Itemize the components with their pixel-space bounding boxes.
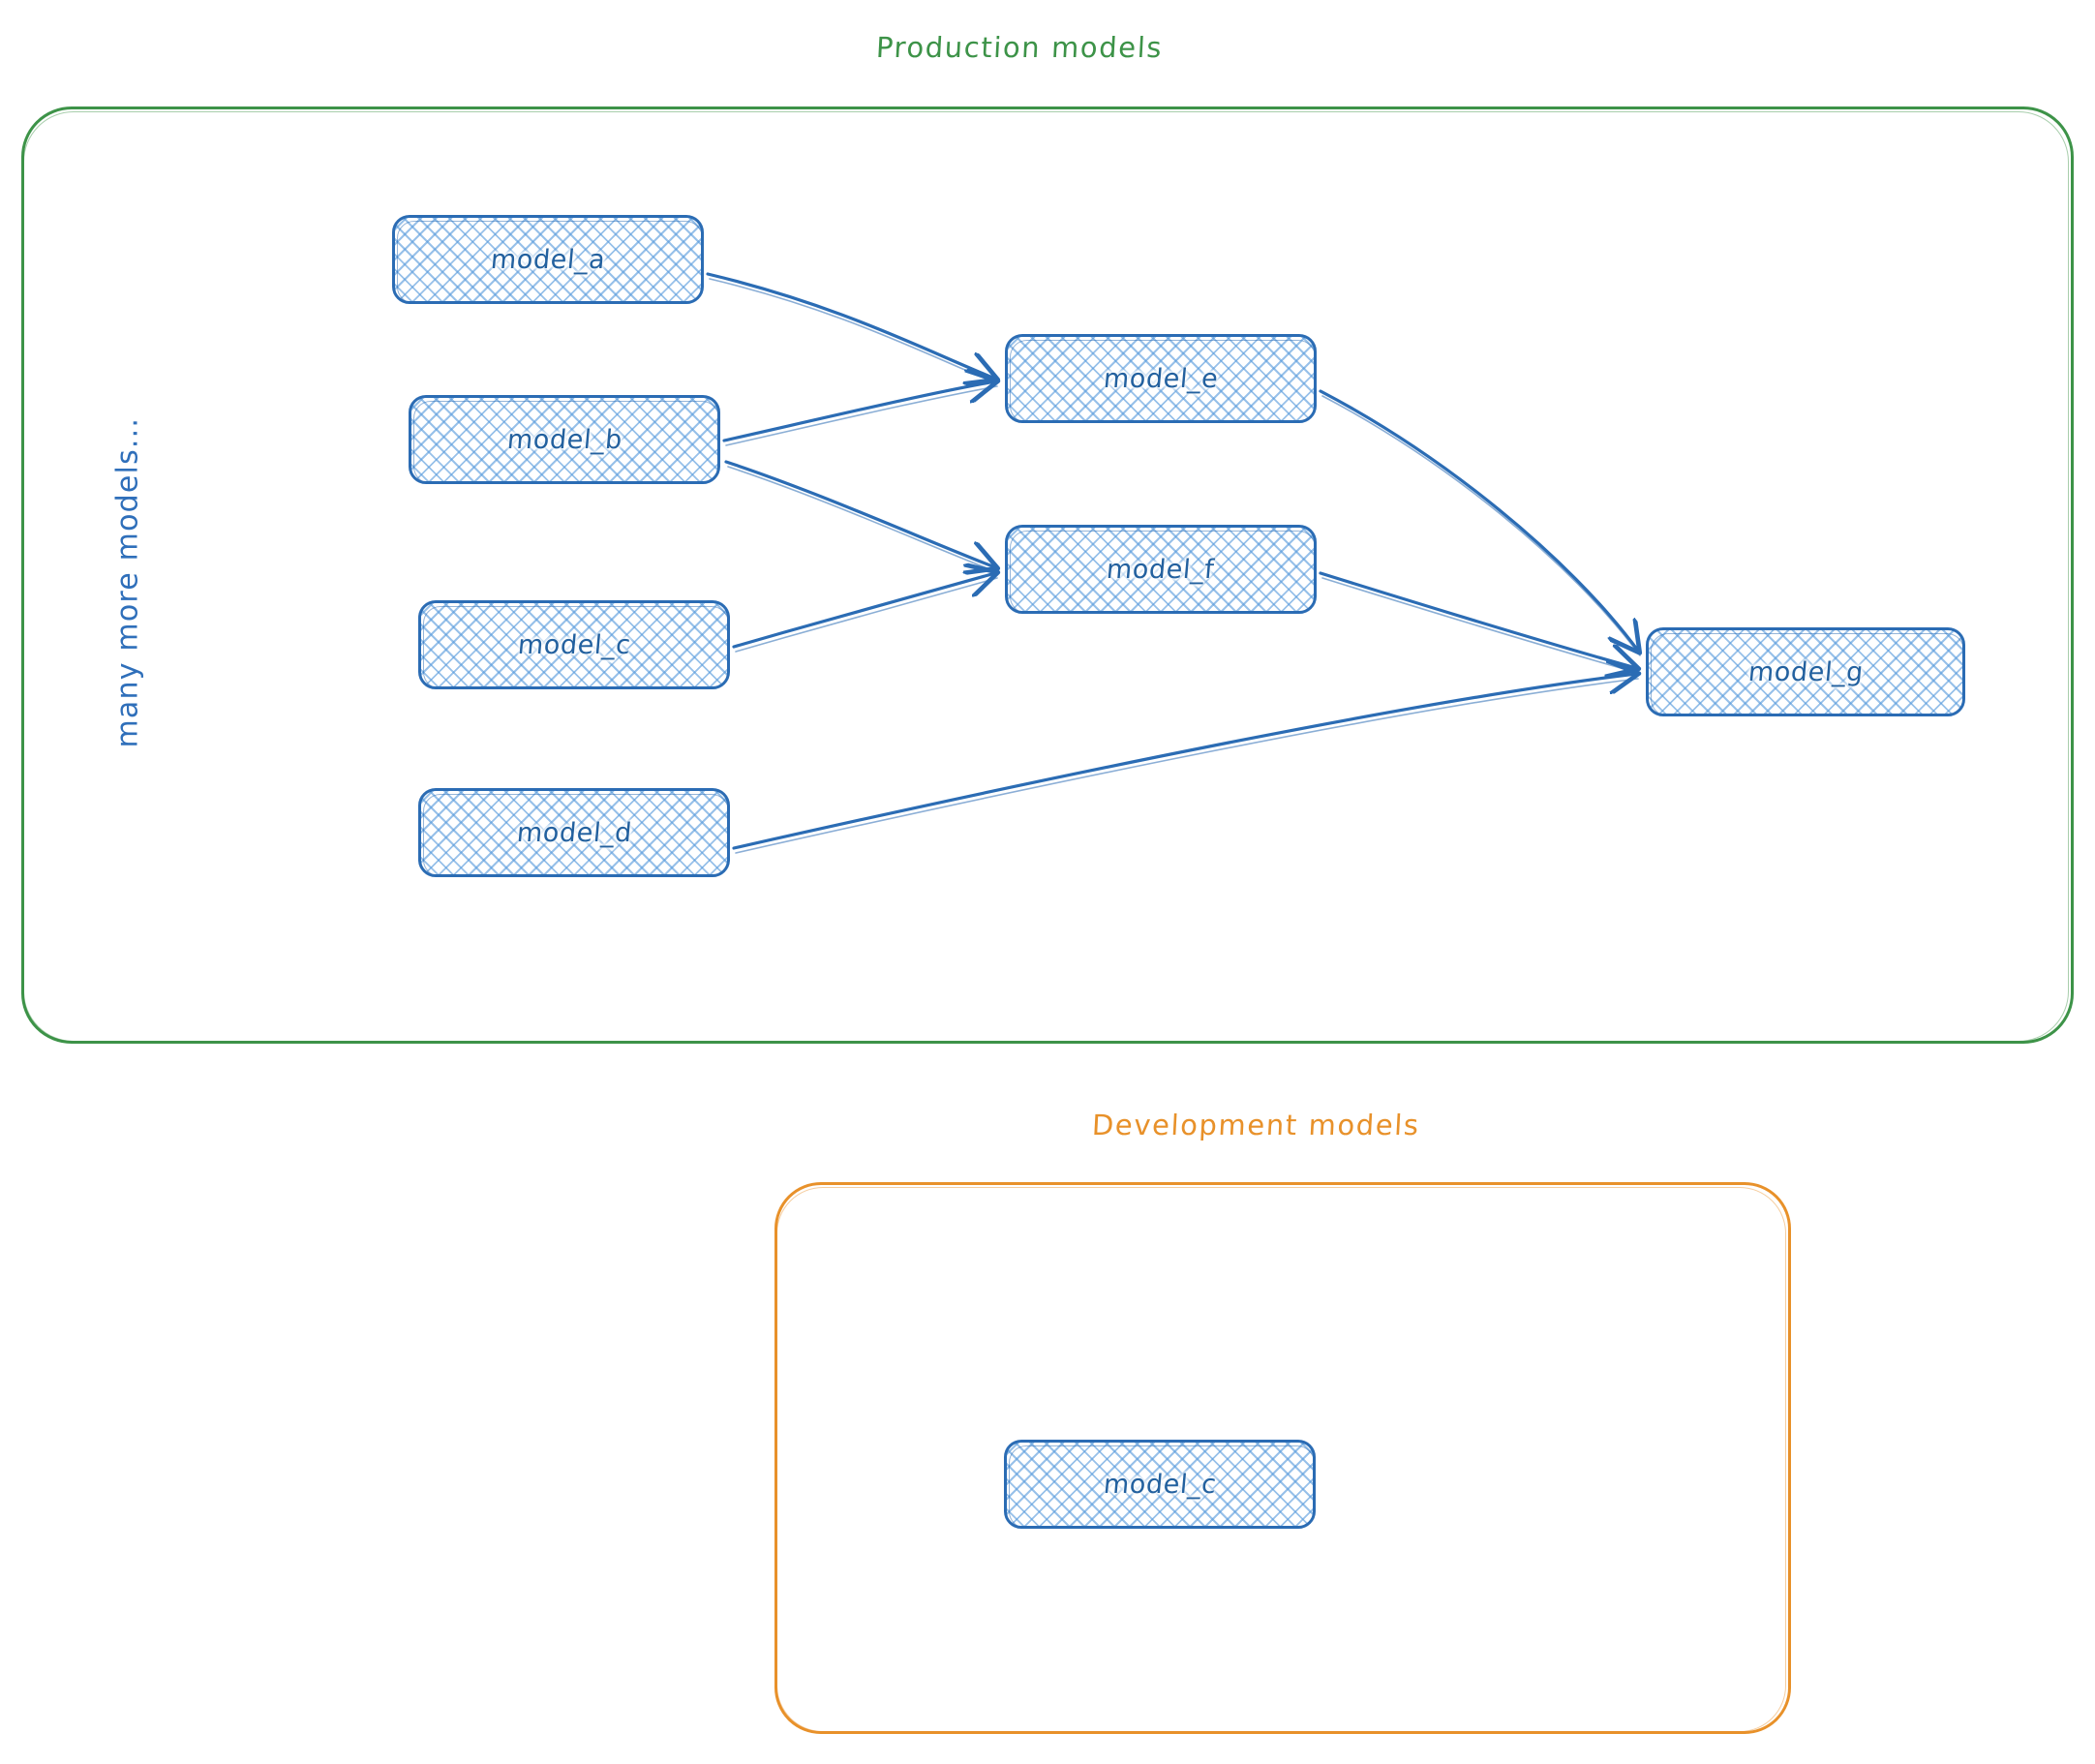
node-label: model_g [1746,656,1865,687]
node-model_f[interactable]: model_f [1005,525,1317,614]
group-development [774,1182,1791,1734]
group-development-title: Development models [1091,1109,1421,1141]
node-label: model_e [1102,363,1220,394]
node-model_e[interactable]: model_e [1005,334,1317,423]
many-more-models-note: many more models... [110,416,145,748]
node-model_g[interactable]: model_g [1646,627,1965,716]
group-production [21,106,2074,1044]
node-model_d[interactable]: model_d [418,788,730,877]
node-model_a[interactable]: model_a [392,215,704,304]
node-label: model_c [1102,1469,1218,1500]
group-production-title: Production models [875,31,1165,64]
node-model_c[interactable]: model_c [418,600,730,689]
node-label: model_c [516,629,632,660]
node-label: model_d [515,817,633,848]
node-label: model_f [1106,554,1216,585]
node-label: model_b [505,424,623,455]
node-dev-model_c[interactable]: model_c [1004,1440,1316,1529]
node-model_b[interactable]: model_b [409,395,720,484]
node-label: model_a [489,244,607,275]
